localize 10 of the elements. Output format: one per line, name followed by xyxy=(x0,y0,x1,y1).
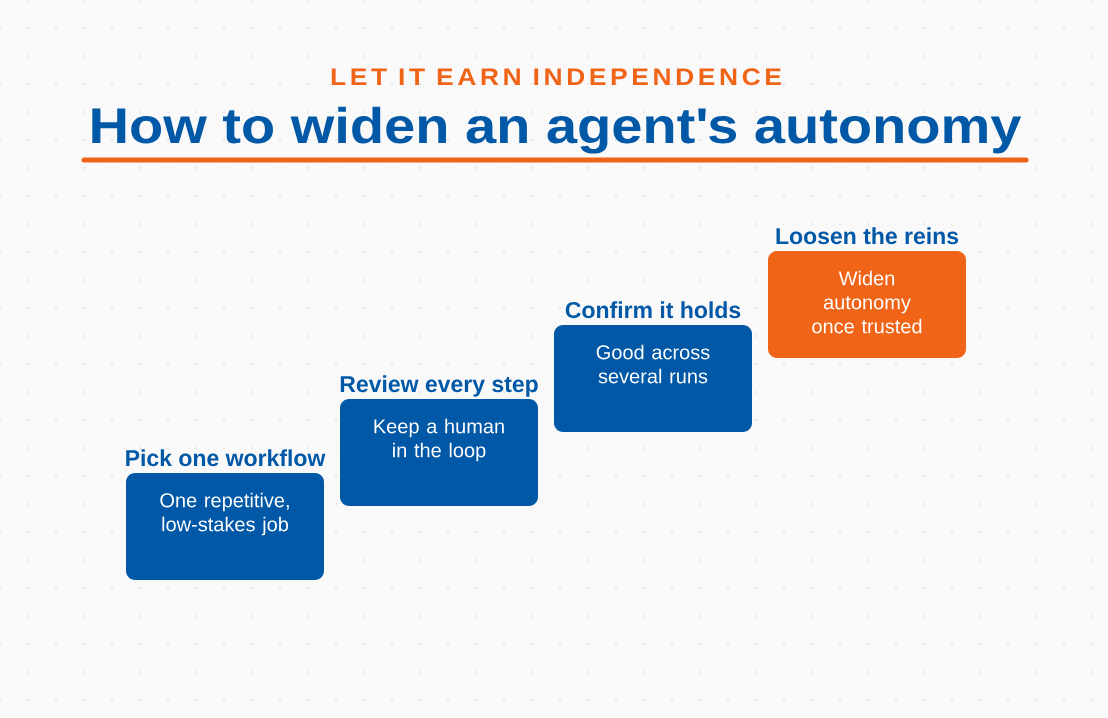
step-box: One repetitive, low-stakes job xyxy=(126,473,324,580)
kicker-text: LET IT EARN INDEPENDENCE xyxy=(331,68,781,86)
step-heading: Pick one workflow xyxy=(126,449,326,467)
step-heading: Confirm it holds xyxy=(565,301,741,319)
step-box: Widen autonomy once trusted xyxy=(768,251,966,358)
step-heading: Loosen the reins xyxy=(776,227,959,245)
step-box: Keep a human in the loop xyxy=(340,399,538,506)
title: How to widen an agent's autonomy xyxy=(92,106,1022,154)
step-box: Good across several runs xyxy=(554,325,752,432)
step-heading: Review every step xyxy=(340,375,538,397)
